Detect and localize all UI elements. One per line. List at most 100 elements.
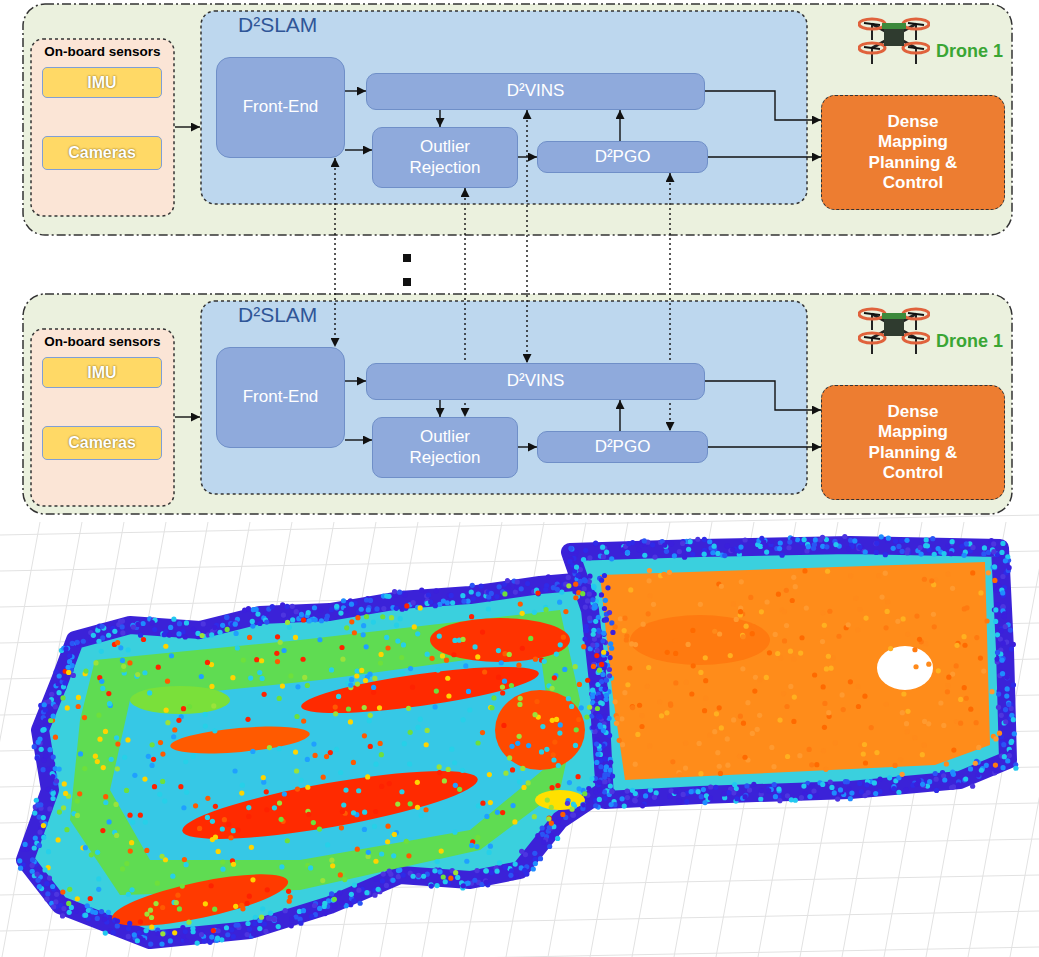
cloud-point bbox=[625, 550, 630, 555]
cloud-point bbox=[702, 800, 707, 805]
cloud-point bbox=[285, 838, 290, 843]
cloud-point bbox=[44, 881, 49, 886]
cloud-point bbox=[76, 695, 81, 700]
cloud-point bbox=[633, 642, 638, 647]
cloud-point bbox=[220, 826, 225, 831]
cloud-point bbox=[594, 760, 599, 765]
cloud-point bbox=[160, 931, 165, 936]
cloud-point bbox=[57, 673, 62, 678]
cloud-point bbox=[1004, 693, 1009, 698]
cloud-point bbox=[549, 785, 554, 790]
cloud-point bbox=[106, 633, 111, 638]
cloud-point bbox=[67, 910, 72, 915]
cloud-point bbox=[680, 541, 685, 546]
cloud-point bbox=[598, 724, 603, 729]
cloud-point bbox=[372, 893, 377, 898]
cloud-point bbox=[301, 617, 306, 622]
cloud-point bbox=[744, 783, 749, 788]
cloud-point bbox=[216, 928, 221, 933]
cloud-point bbox=[118, 645, 123, 650]
cloud-point bbox=[203, 724, 208, 729]
cloud-point bbox=[609, 556, 614, 561]
cloud-point bbox=[670, 759, 675, 764]
cloud-point bbox=[115, 923, 120, 928]
cloud-point bbox=[199, 932, 204, 937]
cloud-point bbox=[569, 704, 574, 709]
cloud-point bbox=[261, 775, 266, 780]
cloud-point bbox=[233, 622, 238, 627]
cloud-point bbox=[421, 874, 426, 879]
cloud-point bbox=[996, 691, 1001, 696]
cloud-point bbox=[193, 803, 198, 808]
cloud-point bbox=[212, 625, 217, 630]
cloud-point bbox=[75, 896, 80, 901]
cloud-point bbox=[874, 550, 879, 555]
cloud-point bbox=[561, 635, 566, 640]
cloud-point bbox=[503, 771, 508, 776]
cloud-point bbox=[981, 551, 986, 556]
cloud-point bbox=[419, 813, 424, 818]
cloud-point bbox=[406, 853, 411, 858]
cloud-point bbox=[883, 571, 888, 576]
cloud-point bbox=[279, 817, 284, 822]
cloud-point bbox=[451, 652, 456, 657]
cloud-point bbox=[437, 770, 442, 775]
cloud-point bbox=[758, 796, 763, 801]
cloud-point bbox=[149, 763, 154, 768]
cloud-point bbox=[480, 801, 485, 806]
cloud-point bbox=[518, 601, 523, 606]
cloud-point bbox=[722, 791, 727, 796]
cloud-point bbox=[444, 658, 449, 663]
cloud-point bbox=[993, 607, 998, 612]
cloud-point bbox=[532, 814, 537, 819]
cloud-point bbox=[831, 655, 836, 660]
cloud-point bbox=[437, 764, 442, 769]
cloud-point bbox=[351, 810, 356, 815]
cloud-point bbox=[905, 709, 910, 714]
cloud-point bbox=[717, 705, 722, 710]
cloud-point bbox=[555, 836, 560, 841]
cloud-point bbox=[177, 621, 182, 626]
cloud-point bbox=[70, 641, 75, 646]
cloud-point bbox=[207, 940, 212, 945]
cloud-point bbox=[317, 826, 322, 831]
cloud-point bbox=[137, 930, 142, 935]
cloud-point bbox=[299, 612, 304, 617]
cloud-point bbox=[540, 724, 545, 729]
cloud-point bbox=[131, 625, 136, 630]
cloud-point bbox=[121, 664, 126, 669]
cloud-point bbox=[1005, 675, 1010, 680]
cloud-point bbox=[230, 675, 235, 680]
cloud-point bbox=[741, 721, 746, 726]
cloud-point bbox=[625, 550, 630, 555]
cloud-point bbox=[171, 617, 176, 622]
cloud-point bbox=[401, 642, 406, 647]
cloud-point bbox=[583, 628, 588, 633]
cloud-point bbox=[836, 634, 841, 639]
cloud-point bbox=[900, 710, 905, 715]
cloud-point bbox=[862, 793, 867, 798]
cloud-point bbox=[415, 805, 420, 810]
cloud-point bbox=[825, 569, 830, 574]
cloud-point bbox=[371, 685, 376, 690]
cloud-point bbox=[502, 679, 507, 684]
cloud-point bbox=[367, 718, 372, 723]
cloud-point bbox=[376, 887, 381, 892]
cloud-point bbox=[608, 641, 613, 646]
cloud-point bbox=[233, 904, 238, 909]
cloud-point bbox=[129, 887, 134, 892]
cloud-point bbox=[272, 918, 277, 923]
cloud-point bbox=[824, 666, 829, 671]
cloud-point bbox=[177, 906, 182, 911]
cloud-point bbox=[835, 797, 840, 802]
cloud-point bbox=[18, 866, 23, 871]
cloud-point bbox=[601, 631, 606, 636]
cloud-point bbox=[622, 804, 627, 809]
cloud-point bbox=[565, 801, 570, 806]
cloud-point bbox=[172, 930, 177, 935]
cloud-point bbox=[151, 757, 156, 762]
cloud-point bbox=[776, 592, 781, 597]
cloud-point bbox=[584, 714, 589, 719]
cloud-point bbox=[614, 721, 619, 726]
cloud-point bbox=[288, 894, 293, 899]
